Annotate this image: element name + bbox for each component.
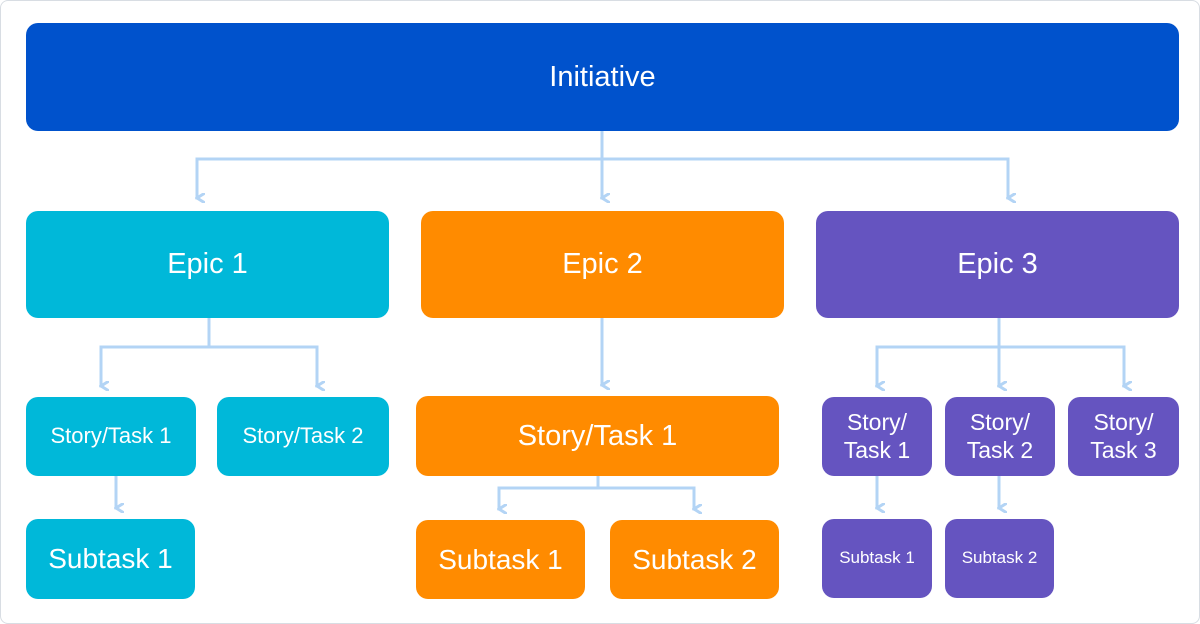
e2-story-1-box: Story/Task 1 [416, 396, 779, 476]
e1-subtask-1-box: Subtask 1 [26, 519, 195, 599]
e3-story-2-line1: Story/ [969, 408, 1031, 435]
e3-subtask-2-label: Subtask 2 [961, 548, 1038, 568]
e1-story-1-label: Story/Task 1 [50, 423, 172, 449]
e3-story-3-line2: Task 3 [1090, 436, 1157, 463]
e3-subtask-1-label: Subtask 1 [839, 548, 915, 568]
epic-2-label: Epic 2 [562, 248, 643, 281]
e3-story-3-box: Story/ Task 3 [1068, 397, 1179, 476]
e3-story-3-line1: Story/ [1093, 408, 1154, 435]
e2-subtask-1-box: Subtask 1 [416, 520, 585, 599]
e3-subtask-1-box: Subtask 1 [822, 519, 932, 598]
epic-3-box: Epic 3 [816, 211, 1179, 318]
e1-subtask-1-label: Subtask 1 [48, 543, 173, 575]
e1-story-2-box: Story/Task 2 [217, 397, 389, 476]
e3-story-1-line1: Story/ [846, 408, 908, 435]
epic-3-label: Epic 3 [957, 248, 1038, 281]
e3-story-1-text: Story/ Task 1 [844, 409, 910, 464]
e2-story-1-label: Story/Task 1 [517, 419, 678, 452]
e3-subtask-2-box: Subtask 2 [945, 519, 1054, 598]
epic-2-box: Epic 2 [421, 211, 784, 318]
e3-story-1-line2: Task 1 [843, 436, 911, 463]
initiative-box: Initiative [26, 23, 1179, 131]
e2-subtask-2-box: Subtask 2 [610, 520, 779, 599]
e2-subtask-2-label: Subtask 2 [632, 543, 757, 575]
epic-1-box: Epic 1 [26, 211, 389, 318]
e3-story-2-line2: Task 2 [966, 436, 1034, 463]
epic-1-label: Epic 1 [167, 248, 248, 281]
e1-story-1-box: Story/Task 1 [26, 397, 196, 476]
e1-story-2-label: Story/Task 2 [242, 423, 364, 449]
e3-story-3-text: Story/ Task 3 [1090, 409, 1156, 464]
initiative-label: Initiative [549, 60, 656, 93]
e3-story-1-box: Story/ Task 1 [822, 397, 932, 476]
e3-story-2-text: Story/ Task 2 [967, 409, 1033, 464]
e2-subtask-1-label: Subtask 1 [438, 543, 563, 575]
e3-story-2-box: Story/ Task 2 [945, 397, 1055, 476]
